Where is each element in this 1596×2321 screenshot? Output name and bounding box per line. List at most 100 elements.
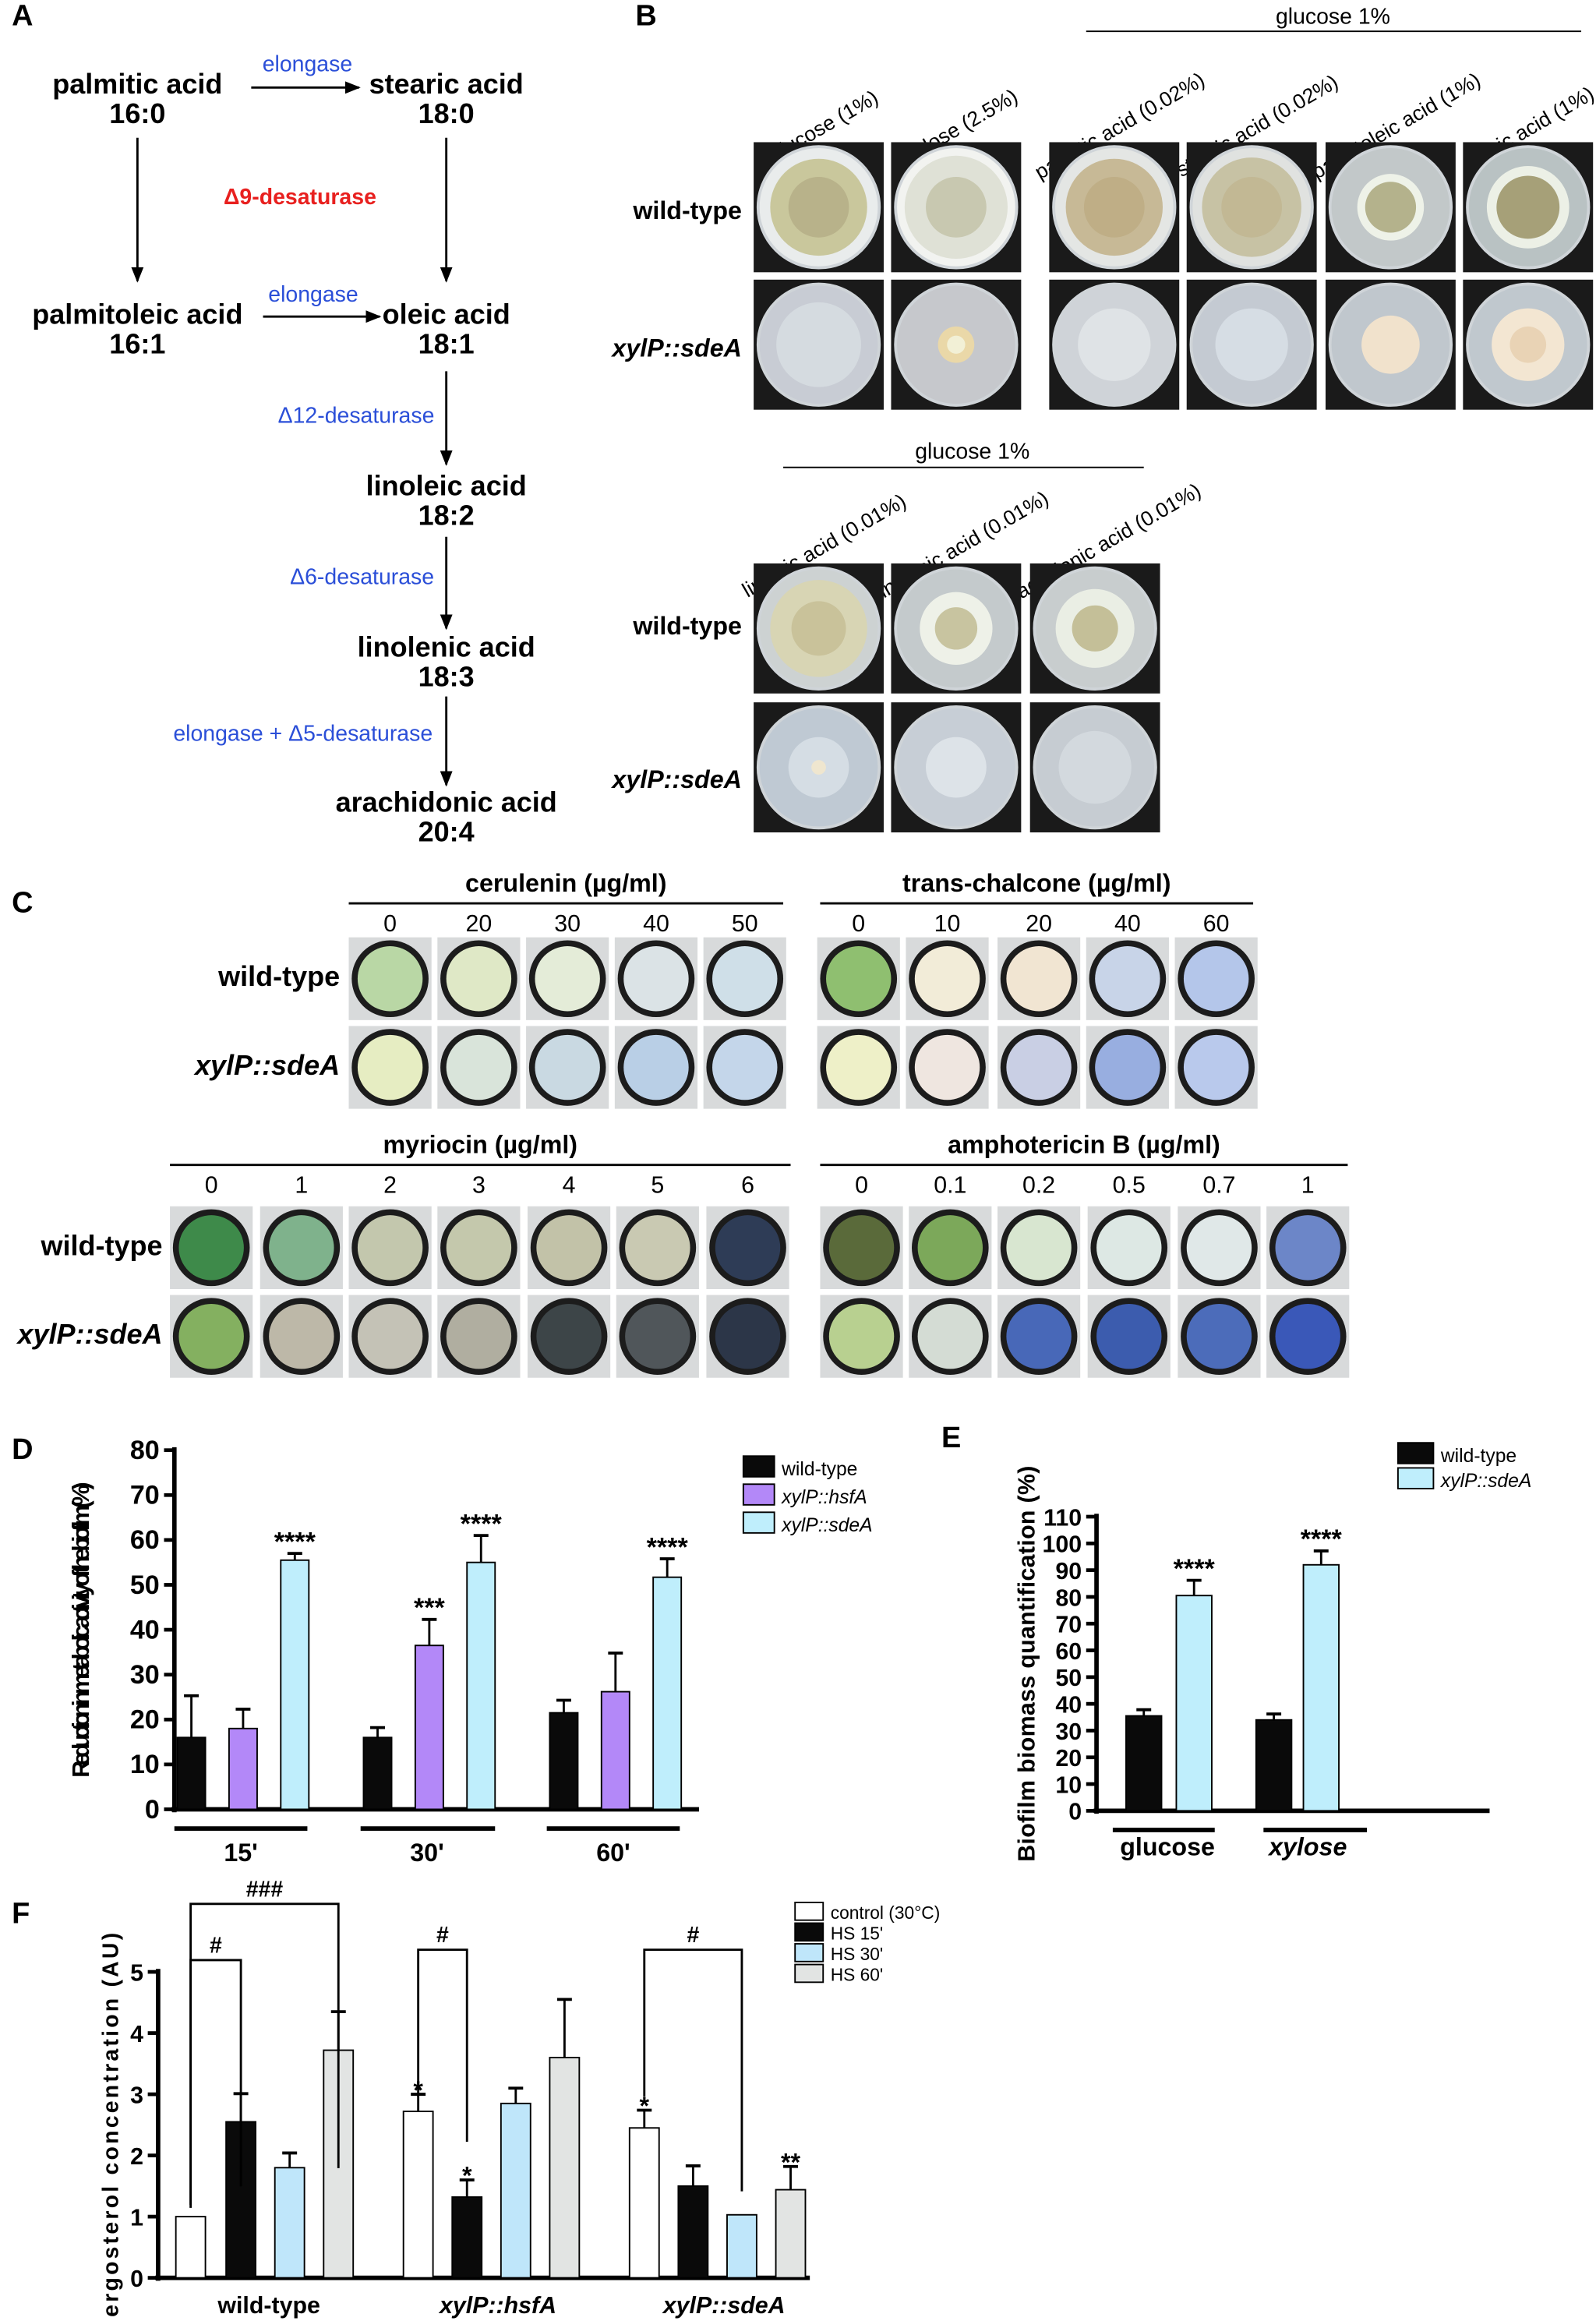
panel-label: A: [12, 0, 33, 33]
microplate-well-photo: [1178, 1295, 1261, 1378]
bar: [549, 2057, 581, 2279]
well-content: [623, 946, 689, 1012]
concentration-label: 0.7: [1202, 1173, 1235, 1199]
row-label: xylP::sdeA: [193, 1049, 340, 1081]
well-content: [1186, 1303, 1252, 1369]
fatty-acid-name: arachidonic acid: [336, 786, 557, 818]
microplate-well-photo: [437, 1206, 521, 1289]
fungal-colony: [1078, 308, 1151, 381]
y-tick-label: 0: [1068, 1800, 1082, 1825]
microplate-well-photo: [1174, 1026, 1258, 1109]
well-content: [357, 1303, 423, 1369]
well-content: [446, 946, 512, 1012]
well-content: [914, 1034, 980, 1100]
agar-plate-photo: [1463, 142, 1594, 273]
well-content: [1275, 1215, 1340, 1281]
panel-label: E: [941, 1422, 961, 1454]
agar-plate-photo: [1029, 563, 1160, 694]
y-tick-label: 60: [130, 1525, 160, 1555]
category-label: 60': [596, 1839, 630, 1867]
legend-label: wild-type: [1440, 1446, 1517, 1467]
y-tick-label: 60: [1055, 1639, 1082, 1665]
microplate-well-photo: [906, 1026, 989, 1109]
legend-swatch: [794, 1901, 824, 1921]
legend-swatch: [742, 1483, 775, 1506]
concentration-label: 30: [554, 911, 581, 937]
panel-label: F: [12, 1897, 30, 1930]
y-tick-label: 110: [1043, 1505, 1082, 1531]
y-tick-label: 2: [130, 2144, 143, 2170]
row-label: xylP::sdeA: [610, 334, 742, 362]
category-label: xylose: [1267, 1832, 1347, 1860]
y-axis-title: Reduction in metabolic activity of the b…: [69, 1482, 94, 1777]
colony-center: [1365, 182, 1417, 233]
significance-stars: *: [462, 2162, 472, 2190]
y-tick-label: 50: [130, 1570, 160, 1600]
enzyme-label: elongase + Δ5-desaturase: [173, 721, 433, 746]
concentration-label: 0: [852, 911, 865, 937]
bar: [1125, 1715, 1163, 1812]
microplate-well-photo: [616, 1206, 699, 1289]
microplate-well-photo: [170, 1295, 253, 1378]
colony-center: [791, 601, 846, 656]
concentration-label: 0.5: [1113, 1173, 1146, 1199]
y-tick-label: 90: [1055, 1559, 1082, 1584]
well-content: [826, 1034, 892, 1100]
concentration-label: 10: [934, 911, 961, 937]
assay-title: trans-chalcone (µg/ml): [902, 869, 1171, 897]
microplate-well-photo: [526, 1026, 609, 1109]
well-content: [1096, 1215, 1162, 1281]
y-tick-label: 0: [130, 2266, 143, 2292]
y-tick-label: 1: [130, 2205, 143, 2231]
row-label: xylP::sdeA: [16, 1318, 162, 1350]
bar: [228, 1727, 258, 1811]
fungal-colony: [1361, 315, 1420, 374]
enzyme-label: elongase: [268, 282, 358, 307]
y-tick-label: 20: [1055, 1746, 1082, 1772]
concentration-label: 5: [651, 1173, 664, 1199]
legend-label: HS 60': [831, 1964, 884, 1984]
row-label: wild-type: [217, 960, 340, 992]
significance-stars: ****: [274, 1527, 316, 1556]
significance-stars: ****: [461, 1509, 503, 1539]
well-content: [715, 1303, 781, 1369]
microplate-well-photo: [1266, 1206, 1350, 1289]
fatty-acid-chain: 18:2: [418, 500, 475, 532]
concentration-label: 2: [383, 1173, 397, 1199]
well-content: [1006, 1215, 1072, 1281]
y-tick-label: 100: [1042, 1532, 1082, 1558]
microplate-well-photo: [820, 1295, 903, 1378]
concentration-label: 40: [1114, 911, 1141, 937]
y-tick-label: 4: [130, 2022, 143, 2047]
bracket-label: #: [436, 1923, 449, 1948]
y-tick-label: 30: [130, 1660, 160, 1690]
well-content: [446, 1303, 512, 1369]
concentration-label: 0.2: [1022, 1173, 1055, 1199]
microplate-well-photo: [998, 937, 1081, 1020]
well-content: [446, 1215, 512, 1281]
legend-swatch: [794, 1963, 824, 1984]
concentration-label: 0.1: [934, 1173, 966, 1199]
legend-swatch: [1396, 1442, 1435, 1464]
agar-plate-photo: [891, 142, 1022, 273]
well-content: [1006, 946, 1072, 1012]
microplate-well-photo: [909, 1206, 992, 1289]
microplate-well-photo: [817, 1026, 900, 1109]
fatty-acid-name: oleic acid: [383, 299, 510, 330]
fatty-acid-name: linoleic acid: [366, 470, 527, 502]
microplate-well-photo: [1086, 1026, 1169, 1109]
concentration-label: 20: [466, 911, 493, 937]
well-content: [1186, 1215, 1252, 1281]
y-tick-label: 80: [130, 1436, 160, 1465]
microplate-well-photo: [527, 1295, 611, 1378]
legend-swatch: [1396, 1467, 1435, 1489]
microplate-well-photo: [614, 1026, 698, 1109]
y-tick-label: 3: [130, 2083, 143, 2108]
y-tick-label: 70: [130, 1481, 160, 1510]
agar-plate-photo: [1463, 279, 1594, 410]
colony-center: [1496, 175, 1560, 239]
agar-plate-photo: [891, 563, 1022, 694]
legend-swatch: [742, 1455, 775, 1478]
microplate-well-photo: [1266, 1295, 1350, 1378]
well-content: [269, 1215, 334, 1281]
